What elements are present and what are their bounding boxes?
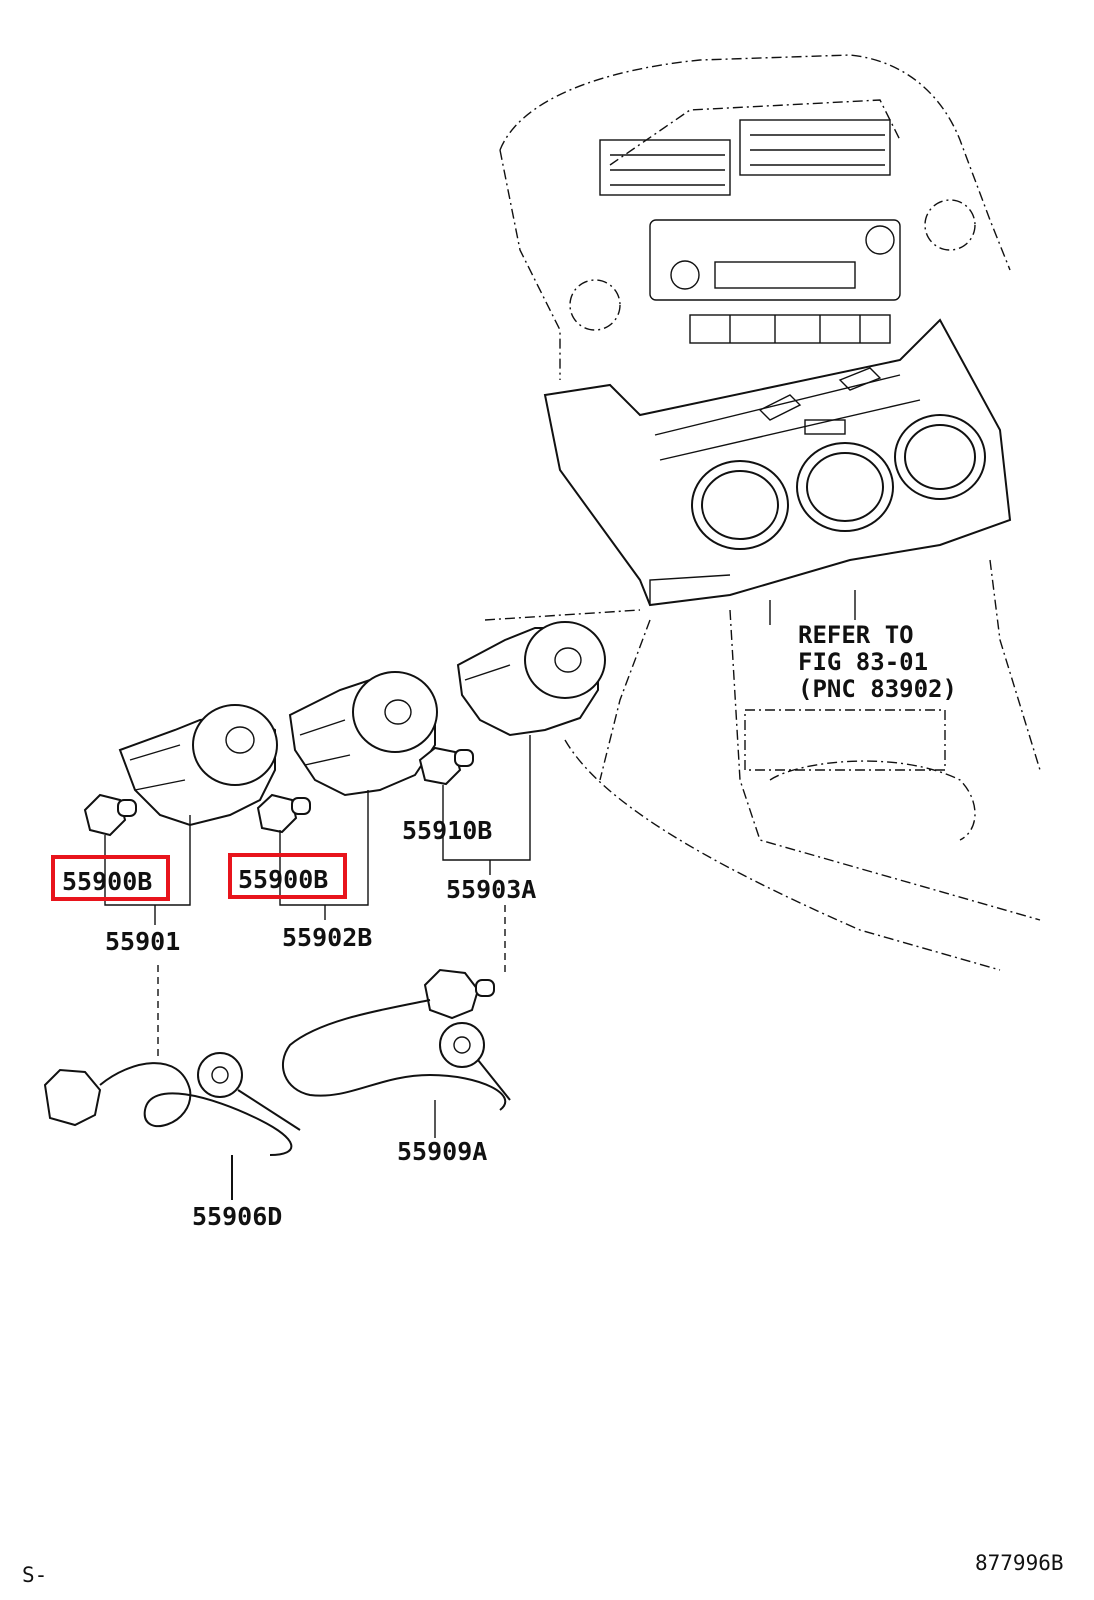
dashboard-illustration <box>484 54 1041 971</box>
bulb-2 <box>256 793 311 834</box>
callout-55909A: 55909A <box>397 1137 487 1166</box>
bulb-1 <box>83 793 137 837</box>
callout-labels: 55900B 55900B 55901 55902B 55910B 55903A… <box>51 816 536 1231</box>
heater-control-switch-2 <box>288 671 438 797</box>
callout-55900B-right: 55900B <box>238 865 328 894</box>
reference-note-line-3: (PNC 83902) <box>798 675 957 703</box>
heater-control-switch-3 <box>456 621 606 737</box>
heater-control-switch-1 <box>118 704 278 827</box>
callout-55900B-left: 55900B <box>62 867 152 896</box>
callout-55903A: 55903A <box>446 875 536 904</box>
cable-55909A <box>281 968 511 1111</box>
callout-55906D: 55906D <box>192 1202 282 1231</box>
callout-55910B: 55910B <box>402 816 492 845</box>
figure-number: 877996B <box>975 1551 1064 1575</box>
highlight-box-right <box>228 853 347 899</box>
footer-left-code: S- <box>22 1563 47 1587</box>
reference-note: REFER TO FIG 83-01 (PNC 83902) <box>798 621 957 703</box>
cable-55906D <box>43 1052 301 1156</box>
reference-note-line-2: FIG 83-01 <box>798 648 928 676</box>
reference-note-line-1: REFER TO <box>798 621 914 649</box>
callout-55901: 55901 <box>105 927 180 956</box>
bulb-3 <box>418 746 474 786</box>
highlight-box-left <box>51 855 170 901</box>
callout-55902B: 55902B <box>282 923 372 952</box>
